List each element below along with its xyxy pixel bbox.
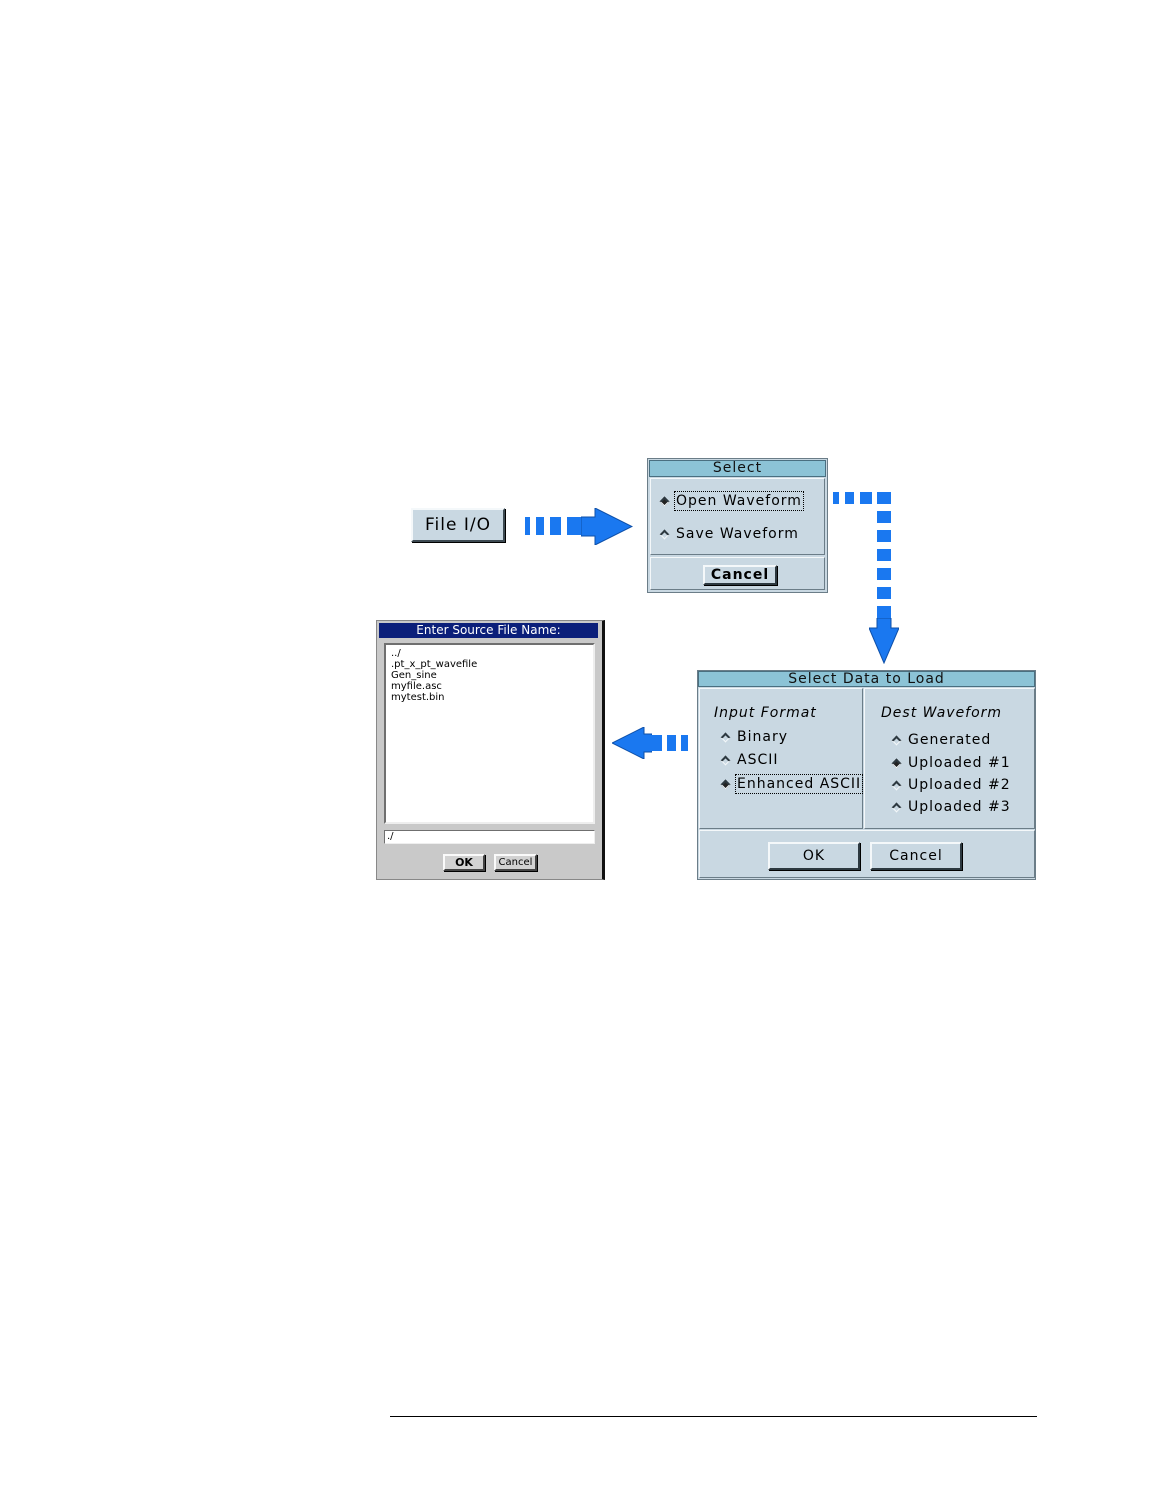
load-dialog-title: Select Data to Load	[698, 671, 1035, 687]
select-data-to-load-dialog: Select Data to Load Input Format Binary …	[697, 670, 1036, 880]
dest-waveform-heading: Dest Waveform	[881, 705, 1002, 721]
file-list-item[interactable]: ../	[391, 648, 588, 659]
ok-button[interactable]: OK	[443, 854, 485, 871]
load-dialog-footer: OK Cancel	[699, 830, 1035, 878]
radio-uploaded-2[interactable]: Uploaded #2	[893, 777, 1011, 793]
radio-selected-icon	[892, 758, 902, 768]
input-format-panel: Input Format Binary ASCII Enhanced ASCII	[699, 688, 863, 829]
radio-label: ASCII	[737, 752, 779, 768]
file-list-item[interactable]: mytest.bin	[391, 692, 588, 703]
cancel-button[interactable]: Cancel	[494, 854, 537, 871]
radio-save-waveform[interactable]: Save Waveform	[661, 526, 799, 542]
radio-open-waveform[interactable]: Open Waveform	[661, 493, 802, 509]
select-dialog: Select Open Waveform Save Waveform Cance…	[647, 458, 828, 593]
radio-uploaded-1[interactable]: Uploaded #1	[893, 755, 1011, 771]
cancel-button[interactable]: Cancel	[703, 565, 777, 585]
file-list-item[interactable]: .pt_x_pt_wavefile	[391, 659, 588, 670]
radio-uploaded-3[interactable]: Uploaded #3	[893, 799, 1011, 815]
radio-generated[interactable]: Generated	[893, 732, 991, 748]
radio-unselected-icon	[892, 802, 902, 812]
file-list[interactable]: ../ .pt_x_pt_wavefile Gen_sine myfile.as…	[384, 643, 595, 824]
radio-unselected-icon	[892, 735, 902, 745]
enter-source-file-dialog: Enter Source File Name: ../ .pt_x_pt_wav…	[376, 620, 605, 880]
arrow-right-head-icon	[581, 508, 633, 545]
radio-label: Generated	[908, 732, 991, 748]
arrow-left-head-icon	[612, 727, 652, 759]
file-list-item[interactable]: Gen_sine	[391, 670, 588, 681]
radio-label: Save Waveform	[676, 526, 799, 542]
radio-unselected-icon	[892, 780, 902, 790]
radio-enhanced-ascii[interactable]: Enhanced ASCII	[722, 776, 861, 792]
file-dialog-title: Enter Source File Name:	[379, 623, 598, 638]
dest-waveform-panel: Dest Waveform Generated Uploaded #1 Uplo…	[864, 688, 1035, 829]
radio-unselected-icon	[721, 732, 731, 742]
select-dialog-title: Select	[649, 460, 826, 477]
ok-button[interactable]: OK	[768, 842, 860, 870]
radio-label: Uploaded #3	[908, 799, 1011, 815]
input-format-heading: Input Format	[714, 705, 817, 721]
radio-binary[interactable]: Binary	[722, 729, 788, 745]
select-options-panel: Open Waveform Save Waveform	[650, 478, 825, 555]
radio-selected-icon	[721, 779, 731, 789]
file-list-item[interactable]: myfile.asc	[391, 681, 588, 692]
file-io-button[interactable]: File I/O	[411, 508, 505, 542]
radio-selected-icon	[660, 496, 670, 506]
cancel-button[interactable]: Cancel	[870, 842, 962, 870]
radio-label: Open Waveform	[676, 493, 802, 509]
arrow-down-head-icon	[869, 618, 899, 664]
select-footer: Cancel	[650, 557, 825, 590]
radio-unselected-icon	[721, 755, 731, 765]
radio-label: Enhanced ASCII	[737, 776, 861, 792]
radio-label: Uploaded #2	[908, 777, 1011, 793]
file-name-input[interactable]: ./	[384, 830, 595, 844]
radio-label: Uploaded #1	[908, 755, 1011, 771]
radio-ascii[interactable]: ASCII	[722, 752, 779, 768]
radio-unselected-icon	[660, 529, 670, 539]
radio-label: Binary	[737, 729, 788, 745]
footer-rule	[390, 1416, 1037, 1417]
